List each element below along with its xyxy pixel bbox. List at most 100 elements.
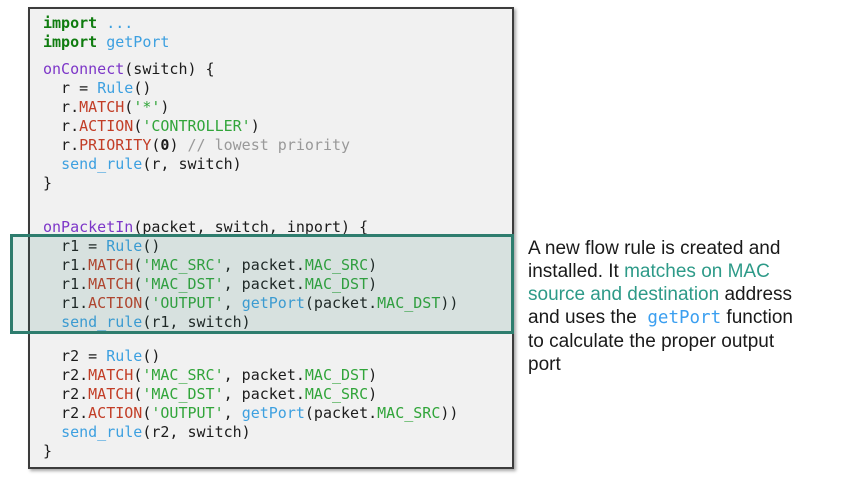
code-segment: MATCH (88, 385, 134, 403)
code-block-imports: import ...import getPort (43, 14, 512, 52)
code-segment: (r2, switch) (142, 423, 251, 441)
code-segment: r2. (43, 366, 89, 384)
code-line: send_rule(r1, switch) (43, 313, 512, 332)
code-block-onpacketin-rule1: onPacketIn(packet, switch, inport) { r1 … (43, 218, 512, 332)
code-segment: r = (43, 79, 98, 97)
code-segment: 'OUTPUT' (151, 294, 224, 312)
code-segment: 0 (160, 136, 170, 154)
code-line: r1 = Rule() (43, 237, 512, 256)
code-segment: PRIORITY (79, 136, 152, 154)
code-segment: onConnect (43, 60, 125, 78)
code-segment: ACTION (79, 117, 134, 135)
code-segment (43, 423, 61, 441)
code-line: r = Rule() (43, 79, 512, 98)
explanation-line: to calculate the proper output (528, 330, 843, 353)
code-line: r.MATCH('*') (43, 98, 512, 117)
code-segment: ( (124, 98, 134, 116)
code-segment: ) (368, 275, 378, 293)
code-segment: ACTION (88, 404, 143, 422)
code-line: r2.ACTION('OUTPUT', getPort(packet.MAC_S… (43, 404, 512, 423)
code-segment: send_rule (61, 313, 143, 331)
code-segment: 'MAC_SRC' (142, 366, 224, 384)
code-segment: (packet. (304, 294, 378, 312)
code-segment: ) (368, 366, 378, 384)
code-segment: import (43, 14, 98, 32)
code-segment: ( (133, 385, 143, 403)
code-segment: , (223, 404, 242, 422)
code-segment: , (223, 294, 242, 312)
explanation-line: installed. It matches on MAC (528, 260, 843, 283)
code-line: import ... (43, 14, 512, 33)
code-segment: (packet. (304, 404, 378, 422)
code-segment: ( (142, 404, 152, 422)
code-segment (97, 14, 106, 32)
code-segment: MAC_DST (377, 294, 441, 312)
code-segment: r1 = (43, 237, 107, 255)
code-segment: ) (250, 117, 260, 135)
code-segment: )) (440, 404, 459, 422)
code-segment: Rule (97, 79, 134, 97)
code-segment: Rule (106, 347, 143, 365)
code-block-onconnect: onConnect(switch) { r = Rule() r.MATCH('… (43, 60, 512, 193)
code-segment: send_rule (61, 155, 143, 173)
code-segment: getPort (241, 404, 305, 422)
code-segment: () (133, 79, 152, 97)
text-segment: source and destination (528, 284, 720, 305)
code-line: } (43, 442, 512, 461)
code-segment: (packet, switch, inport) { (133, 218, 369, 236)
code-segment: ) (368, 385, 378, 403)
code-segment: ) (160, 98, 170, 116)
code-segment: r. (43, 98, 80, 116)
code-segment: r1. (43, 256, 89, 274)
code-line: r1.ACTION('OUTPUT', getPort(packet.MAC_D… (43, 294, 512, 313)
code-segment: (r, switch) (142, 155, 242, 173)
code-segment: } (43, 442, 53, 460)
code-segment: MATCH (88, 275, 134, 293)
code-segment (97, 33, 106, 51)
code-segment: '*' (133, 98, 161, 116)
code-segment: (switch) { (124, 60, 215, 78)
code-segment: 'MAC_DST' (142, 275, 224, 293)
text-segment: address (719, 284, 793, 305)
code-segment: MAC_SRC (304, 256, 369, 274)
code-segment: , packet. (223, 256, 305, 274)
code-segment: (r1, switch) (142, 313, 251, 331)
code-segment: MAC_SRC (377, 404, 441, 422)
code-segment: send_rule (61, 423, 143, 441)
code-segment: MATCH (88, 366, 134, 384)
code-segment: ... (106, 14, 134, 32)
code-segment: r2. (43, 385, 89, 403)
text-segment: and uses the (528, 307, 648, 328)
explanation-line: A new flow rule is created and (528, 237, 843, 260)
code-segment: () (142, 347, 161, 365)
code-segment: ( (133, 117, 143, 135)
code-segment: r. (43, 117, 80, 135)
explanation-line: and uses the getPort function (528, 306, 843, 330)
text-segment: function (721, 307, 793, 328)
code-segment: )) (440, 294, 459, 312)
code-segment: getPort (241, 294, 305, 312)
code-segment: ( (133, 256, 143, 274)
code-segment: , packet. (223, 366, 305, 384)
code-segment: ( (151, 136, 161, 154)
code-line: send_rule(r2, switch) (43, 423, 512, 442)
code-segment: () (142, 237, 161, 255)
code-segment: r2 = (43, 347, 107, 365)
code-segment: 'MAC_SRC' (142, 256, 224, 274)
text-segment: to calculate the proper output (528, 331, 775, 352)
code-segment: MAC_DST (304, 366, 369, 384)
code-segment: 'CONTROLLER' (142, 117, 251, 135)
code-segment: MATCH (79, 98, 125, 116)
code-line: r1.MATCH('MAC_DST', packet.MAC_DST) (43, 275, 512, 294)
code-segment: r2. (43, 404, 89, 422)
code-line: onPacketIn(packet, switch, inport) { (43, 218, 512, 237)
code-segment: Rule (106, 237, 143, 255)
code-line: r2.MATCH('MAC_DST', packet.MAC_SRC) (43, 385, 512, 404)
code-segment: 'OUTPUT' (151, 404, 224, 422)
code-panel: import ...import getPort onConnect(switc… (28, 7, 514, 469)
code-segment: // lowest priority (187, 136, 351, 154)
code-segment: , packet. (223, 385, 305, 403)
text-segment: A new flow rule is created and (528, 238, 781, 259)
code-line: r1.MATCH('MAC_SRC', packet.MAC_SRC) (43, 256, 512, 275)
code-block-onpacketin-rule2: r2 = Rule() r2.MATCH('MAC_SRC', packet.M… (43, 347, 512, 461)
